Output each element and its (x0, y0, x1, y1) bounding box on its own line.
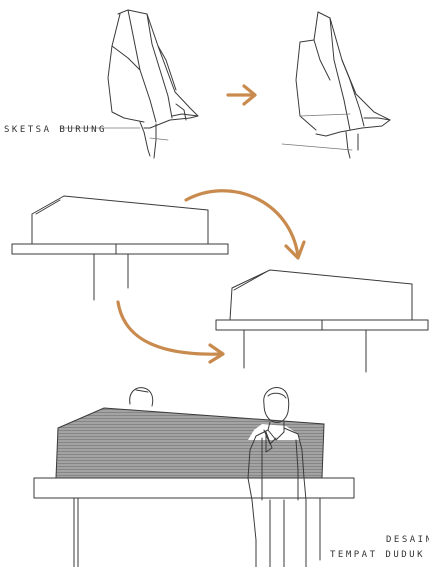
bird-sketch-1 (60, 10, 198, 158)
arrow-curve-bottom (118, 302, 223, 362)
bird-sketch-2 (282, 12, 390, 158)
design-label-line2: TEMPAT DUDUK (330, 550, 425, 560)
seat-sketch-1 (12, 196, 228, 300)
seat-design-final (34, 388, 354, 567)
arrow-curve-top (186, 191, 304, 258)
design-label-line1: DESAIN (386, 535, 429, 545)
arrow-right (228, 86, 255, 104)
seat-sketch-2 (216, 270, 428, 372)
sketch-label: SKETSA BURUNG (4, 125, 107, 135)
